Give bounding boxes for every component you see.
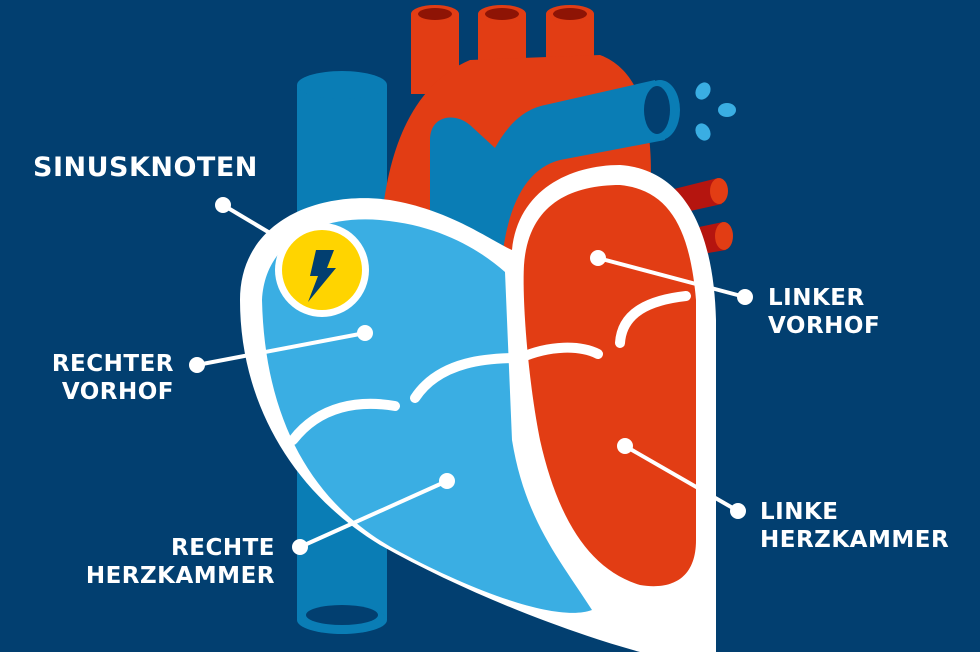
droplets-icon	[695, 82, 736, 141]
label-line: LINKER	[768, 285, 865, 311]
label-linker-vorhof: LINKER VORHOF	[768, 284, 880, 340]
label-sinusknoten: SINUSKNOTEN	[33, 152, 258, 183]
label-rechter-vorhof: RECHTER VORHOF	[52, 350, 174, 406]
right-heart-chamber	[262, 219, 592, 613]
label-line: RECHTE	[171, 535, 275, 561]
valve-lines	[288, 291, 691, 445]
label-linke-herzkammer: LINKE HERZKAMMER	[760, 498, 949, 554]
label-line: VORHOF	[61, 379, 174, 405]
sinus-node	[275, 223, 369, 317]
left-heart-chamber	[523, 185, 696, 587]
label-line: HERZKAMMER	[85, 563, 275, 589]
label-line: LINKE	[760, 499, 839, 525]
lightning-icon	[308, 250, 336, 302]
label-rechte-herzkammer: RECHTE HERZKAMMER	[86, 534, 275, 590]
label-line: VORHOF	[768, 313, 881, 339]
label-line: HERZKAMMER	[760, 527, 950, 553]
pointer-lines	[189, 197, 753, 555]
label-line: RECHTER	[51, 351, 174, 377]
